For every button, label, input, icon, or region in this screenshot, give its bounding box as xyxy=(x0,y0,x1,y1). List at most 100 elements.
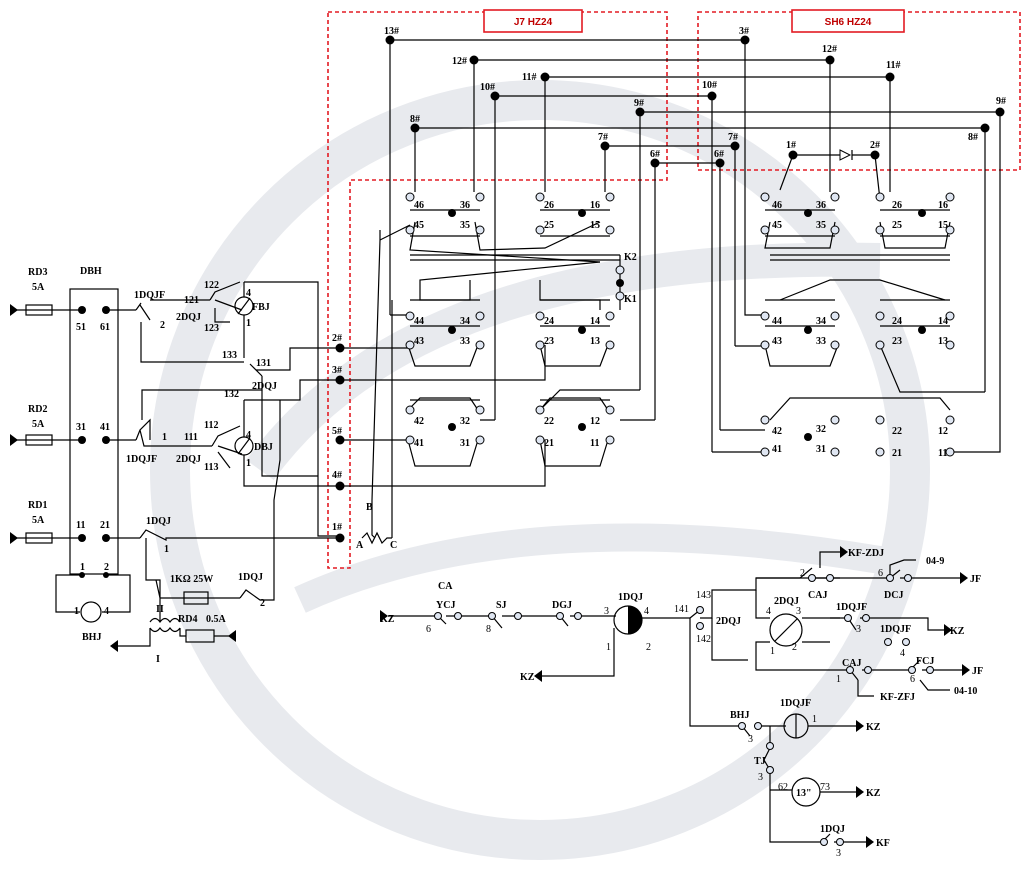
svg-text:42: 42 xyxy=(414,416,424,427)
dqj2-label-low: 2DQJ xyxy=(176,454,201,465)
sh6-wiring xyxy=(711,40,1001,453)
svg-text:3: 3 xyxy=(836,848,841,859)
node-13: 13# xyxy=(384,26,399,37)
svg-text:33: 33 xyxy=(460,336,470,347)
jf-bottom: JF xyxy=(972,666,983,677)
control-contact-points xyxy=(434,574,934,846)
dqj1-term-2: 2 xyxy=(260,598,265,609)
contact-113: 113 xyxy=(204,462,218,473)
svg-text:6: 6 xyxy=(426,624,431,635)
dbh-term-2: 2 xyxy=(104,562,109,573)
contact-111: 111 xyxy=(184,432,198,443)
kz-lower: KZ xyxy=(866,722,881,733)
j0410-label: 04-10 xyxy=(954,686,977,697)
svg-text:43: 43 xyxy=(414,336,424,347)
svg-text:6: 6 xyxy=(910,674,915,685)
dcj-label: DCJ xyxy=(884,590,903,601)
node-11-sh6: 11# xyxy=(886,60,900,71)
svg-text:1: 1 xyxy=(836,674,841,685)
svg-text:36: 36 xyxy=(460,200,470,211)
svg-text:14: 14 xyxy=(938,316,948,327)
svg-text:22: 22 xyxy=(544,416,554,427)
svg-text:23: 23 xyxy=(544,336,554,347)
svg-text:14: 14 xyxy=(590,316,600,327)
bhj-term-1: 1 xyxy=(74,606,79,617)
node-2-sh6: 2# xyxy=(870,140,880,151)
svg-text:44: 44 xyxy=(414,316,424,327)
ycj-label: YCJ xyxy=(436,600,455,611)
dqj1-relay-label: 1DQJ xyxy=(618,592,643,603)
svg-text:3: 3 xyxy=(748,734,753,745)
power-section-wires xyxy=(10,281,338,652)
dqj1-label-ii: 1DQJ xyxy=(238,572,263,583)
svg-text:24: 24 xyxy=(544,316,554,327)
fbj-term-4: 4 xyxy=(246,288,251,299)
svg-text:2: 2 xyxy=(792,642,797,653)
svg-text:1: 1 xyxy=(606,642,611,653)
node-11: 11# xyxy=(522,72,536,83)
svg-text:33: 33 xyxy=(816,336,826,347)
rd3-label: RD3 xyxy=(28,267,47,278)
svg-text:3: 3 xyxy=(758,772,763,783)
winding-ii-label: II xyxy=(156,604,164,615)
jf-top: JF xyxy=(970,574,981,585)
kz-bottom: KZ xyxy=(520,672,535,683)
rd4-label: RD4 xyxy=(178,614,197,625)
dqjf-label-mid: 1DQJF xyxy=(126,454,157,465)
svg-text:46: 46 xyxy=(772,200,782,211)
dqj2-label-top: 2DQJ xyxy=(176,312,201,323)
node-9: 9# xyxy=(634,98,644,109)
node-1-sh6: 1# xyxy=(786,140,796,151)
kf-zfj-label: KF-ZFJ xyxy=(880,692,915,703)
dbh-term-31: 31 xyxy=(76,422,86,433)
fbj-term-1: 1 xyxy=(246,318,251,329)
sj-label: SJ xyxy=(496,600,507,611)
svg-text:13: 13 xyxy=(938,336,948,347)
svg-text:31: 31 xyxy=(816,444,826,455)
dbh-label: DBH xyxy=(80,266,102,277)
svg-text:25: 25 xyxy=(892,220,902,231)
svg-text:16: 16 xyxy=(590,200,600,211)
dqj2-label-mid: 2DQJ xyxy=(252,381,277,392)
svg-text:2: 2 xyxy=(800,568,805,579)
svg-text:15: 15 xyxy=(938,220,948,231)
caj-label-low: CAJ xyxy=(842,658,861,669)
pot-a: A xyxy=(356,540,364,551)
node-10-sh6: 10# xyxy=(702,80,717,91)
svg-text:36: 36 xyxy=(816,200,826,211)
node-9-sh6: 9# xyxy=(996,96,1006,107)
k2-label: K2 xyxy=(624,252,637,263)
kz-timer: KZ xyxy=(866,788,881,799)
dbh-terminals xyxy=(78,306,110,578)
svg-text:26: 26 xyxy=(892,200,902,211)
svg-text:3: 3 xyxy=(796,606,801,617)
node-8-sh6: 8# xyxy=(968,132,978,143)
svg-text:13: 13 xyxy=(590,336,600,347)
dbh-term-51: 51 xyxy=(76,322,86,333)
fbj-label: FBJ xyxy=(252,302,270,313)
svg-text:15: 15 xyxy=(590,220,600,231)
svg-text:41: 41 xyxy=(772,444,782,455)
bhj-ctrl-label: BHJ xyxy=(730,710,749,721)
pot-b: B xyxy=(366,502,373,513)
svg-text:142: 142 xyxy=(696,634,711,645)
bhj-term-4: 4 xyxy=(104,606,109,617)
svg-text:3: 3 xyxy=(856,624,861,635)
svg-text:43: 43 xyxy=(772,336,782,347)
node-3-top: 3# xyxy=(739,26,749,37)
svg-text:3: 3 xyxy=(604,606,609,617)
watermark xyxy=(150,80,930,860)
dqj2-ctrl-label: 2DQJ xyxy=(716,616,741,627)
dqj2-relay-label: 2DQJ xyxy=(774,596,799,607)
svg-text:25: 25 xyxy=(544,220,554,231)
dbj-term-4: 4 xyxy=(246,430,251,441)
svg-text:8: 8 xyxy=(486,624,491,635)
node-12-sh6: 12# xyxy=(822,44,837,55)
kf-zdj-label: KF-ZDJ xyxy=(848,548,884,559)
node-12: 12# xyxy=(452,56,467,67)
dqjf-lower-label: 1DQJF xyxy=(780,698,811,709)
svg-text:11: 11 xyxy=(590,438,599,449)
contact-133: 133 xyxy=(222,350,237,361)
